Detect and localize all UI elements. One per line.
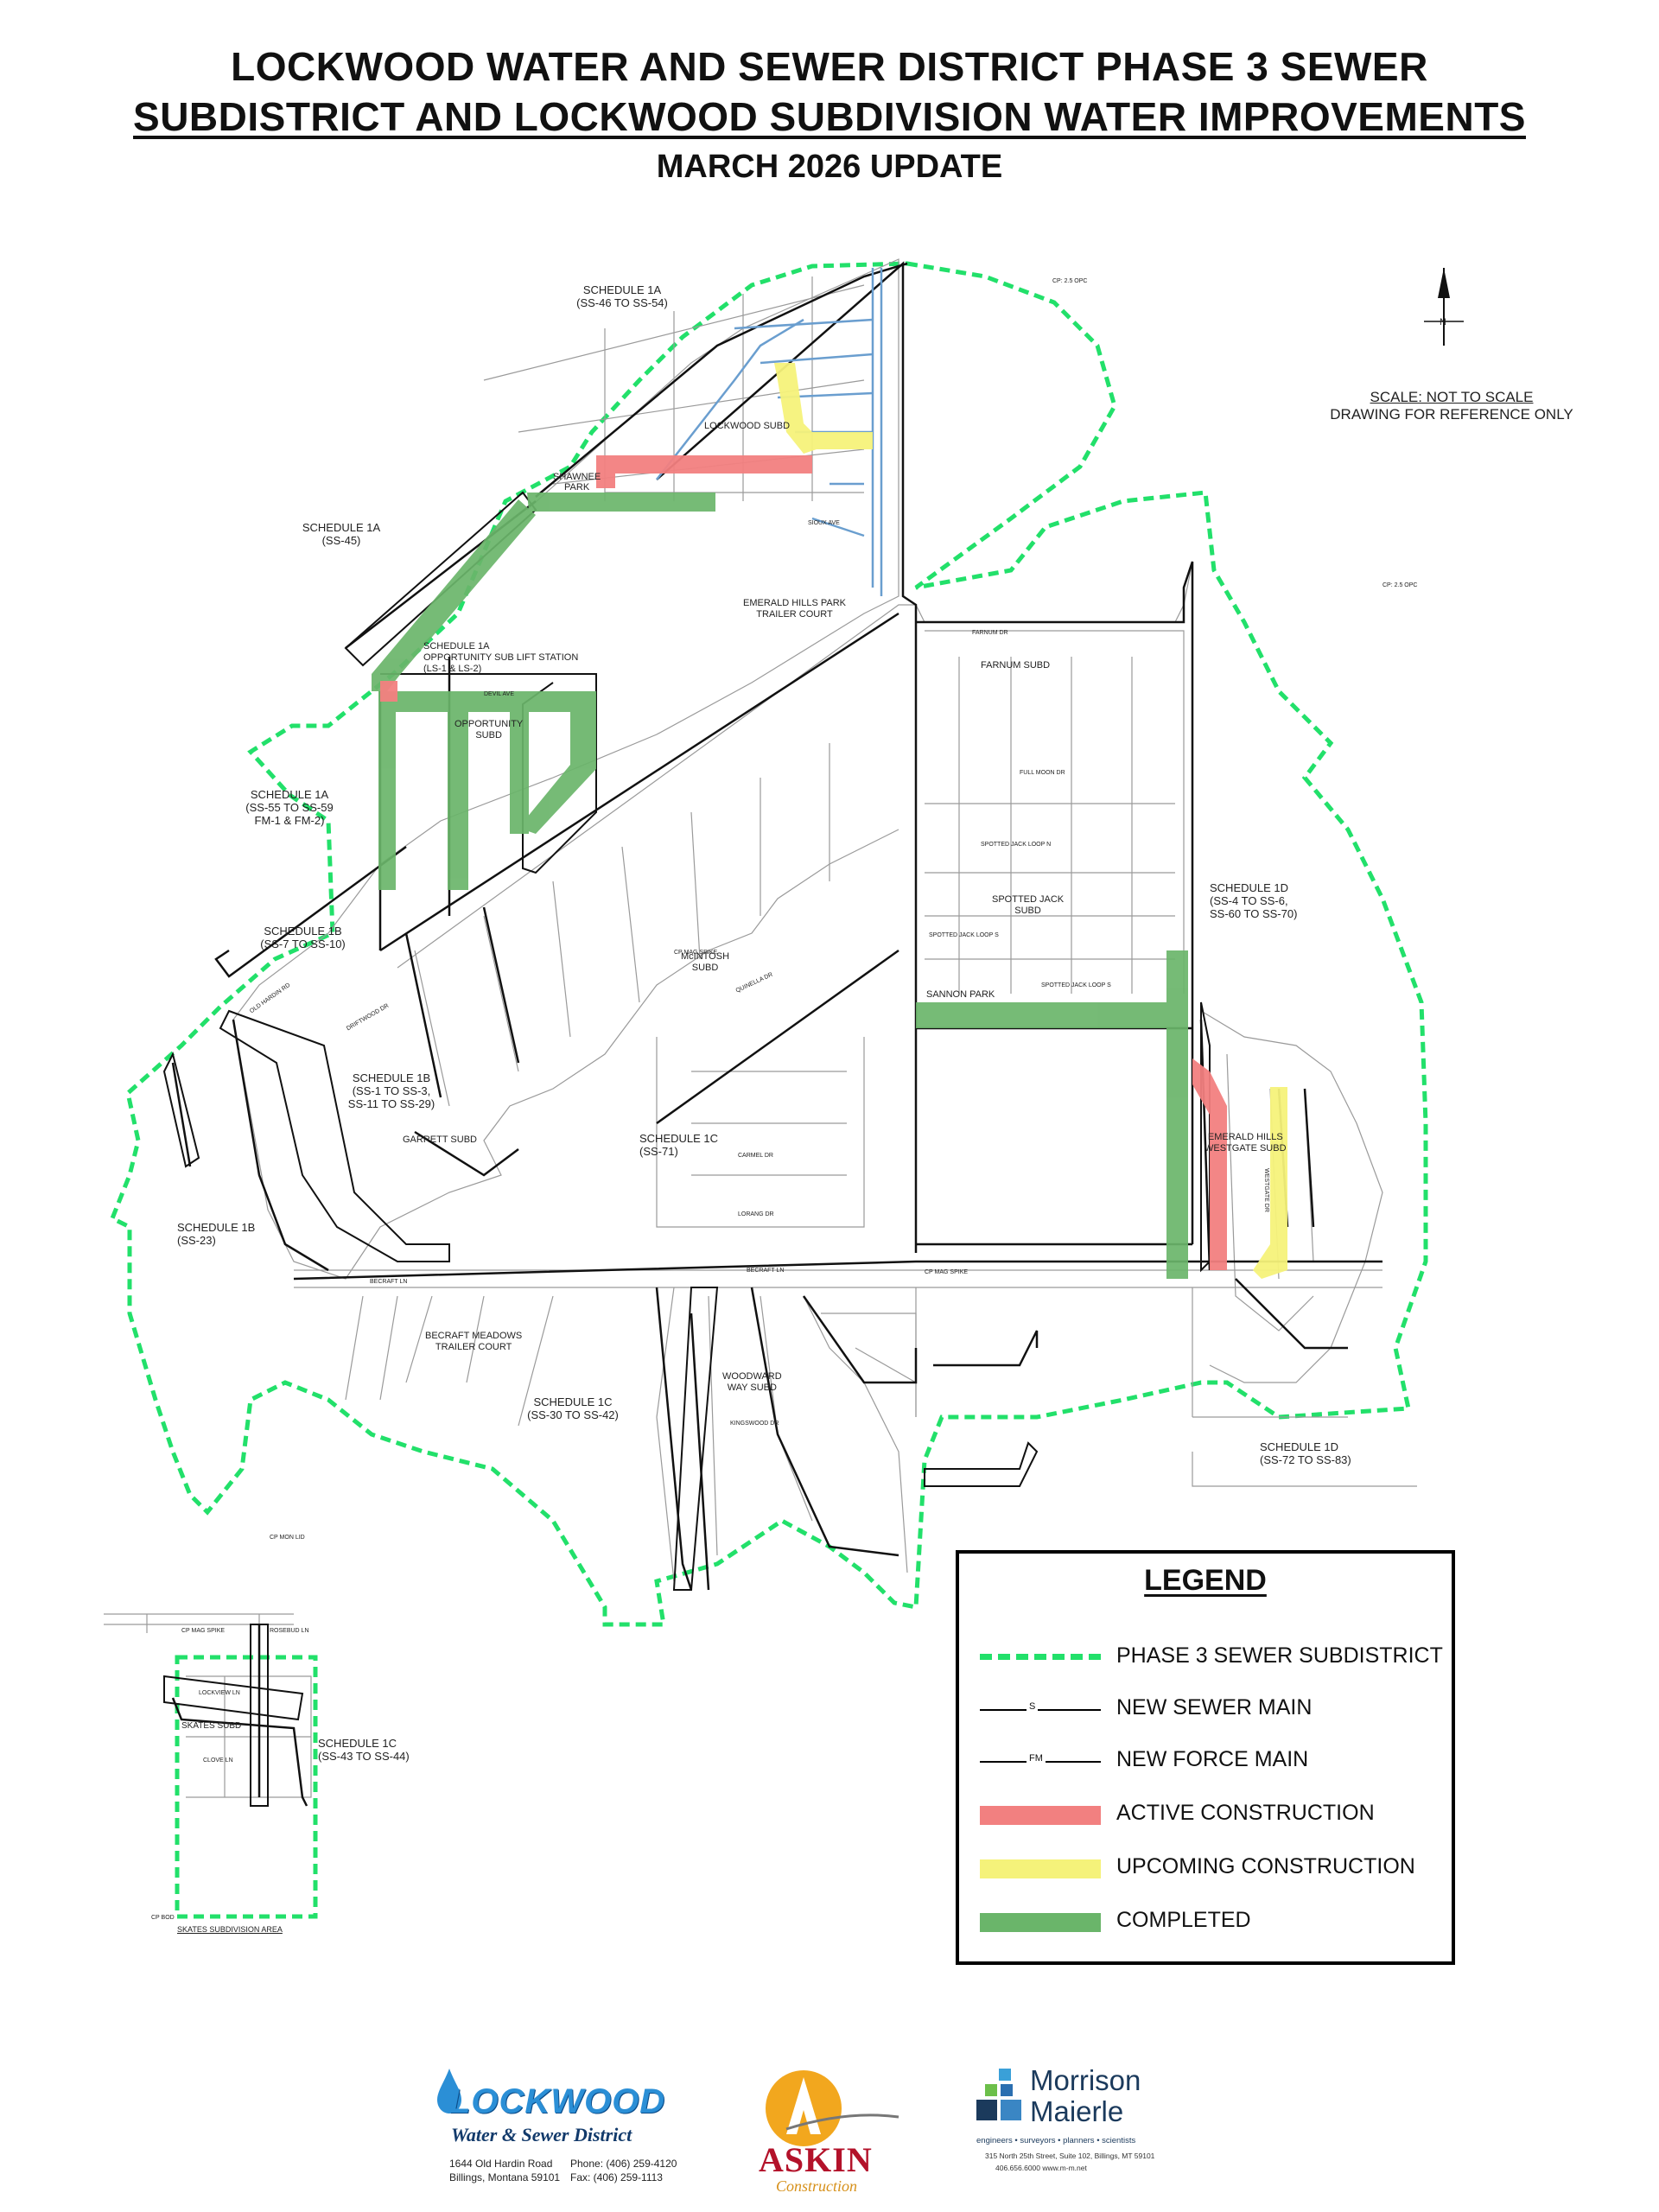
askin-logo: ASKIN Construction <box>752 2056 925 2199</box>
mm-name: Morrison Maierle <box>1030 2065 1141 2127</box>
legend-swatch-active <box>980 1806 1101 1825</box>
legend-row-active: ACTIVE CONSTRUCTION <box>959 1797 1452 1832</box>
title-block: LOCKWOOD WATER AND SEWER DISTRICT PHASE … <box>0 41 1659 192</box>
legend-title-text: LEGEND <box>1144 1564 1267 1597</box>
lockwood-logo: LOCKWOOD Water & Sewer District 1644 Old… <box>432 2056 709 2195</box>
phone-line: Phone: (406) 259-4120 <box>570 2158 677 2170</box>
legend-swatch-dashed <box>980 1654 1101 1660</box>
legend-label: ACTIVE CONSTRUCTION <box>1116 1801 1375 1825</box>
legend-row-force-main: FM NEW FORCE MAIN <box>959 1744 1452 1778</box>
mm-tagline: engineers • surveyors • planners • scien… <box>976 2136 1136 2145</box>
mm-name-line: Maierle <box>1030 2095 1124 2127</box>
upcoming-segments <box>774 363 1287 1279</box>
mm-contact: 406.656.6000 www.m-m.net <box>995 2164 1087 2172</box>
lockwood-phone: Phone: (406) 259-4120 Fax: (406) 259-111… <box>570 2157 677 2184</box>
mm-blocks-icon <box>976 2069 1021 2120</box>
lockwood-address: 1644 Old Hardin Road Billings, Montana 5… <box>449 2157 560 2184</box>
water-drop-icon <box>437 2069 461 2113</box>
mm-name-line: Morrison <box>1030 2064 1141 2096</box>
lockwood-subtitle: Water & Sewer District <box>451 2124 632 2145</box>
title-update: MARCH 2026 UPDATE <box>656 149 1003 185</box>
north-label: N <box>1440 317 1446 327</box>
legend-box: LEGEND PHASE 3 SEWER SUBDISTRICT S NEW S… <box>956 1550 1455 1965</box>
legend-row-boundary: PHASE 3 SEWER SUBDISTRICT <box>959 1640 1452 1675</box>
skates-boundary <box>175 1655 318 1919</box>
legend-swatch-sewer-line: S <box>980 1701 1101 1712</box>
address-line: Billings, Montana 59101 <box>449 2171 561 2183</box>
morrison-maierle-logo: Morrison Maierle engineers • surveyors •… <box>976 2065 1184 2195</box>
legend-line-tag: FM <box>1027 1753 1046 1764</box>
legend-title: LEGEND <box>959 1564 1452 1598</box>
address-line: 1644 Old Hardin Road <box>449 2158 553 2170</box>
askin-subtitle: Construction <box>776 2177 858 2195</box>
askin-wordmark: ASKIN <box>759 2140 873 2179</box>
north-arrow-icon <box>1424 268 1464 346</box>
legend-row-completed: COMPLETED <box>959 1904 1452 1939</box>
mm-address: 315 North 25th Street, Suite 102, Billin… <box>985 2152 1155 2160</box>
active-segments <box>380 455 1227 1270</box>
legend-swatch-force-line: FM <box>980 1753 1101 1764</box>
title-line-2: SUBDISTRICT AND LOCKWOOD SUBDIVISION WAT… <box>133 94 1526 139</box>
askin-emblem-icon <box>766 2070 899 2146</box>
legend-label: UPCOMING CONSTRUCTION <box>1116 1854 1415 1878</box>
legend-row-upcoming: UPCOMING CONSTRUCTION <box>959 1851 1452 1885</box>
legend-swatch-completed <box>980 1913 1101 1932</box>
legend-row-sewer: S NEW SEWER MAIN <box>959 1692 1452 1726</box>
fax-line: Fax: (406) 259-1113 <box>570 2171 663 2183</box>
legend-label: NEW SEWER MAIN <box>1116 1695 1313 1719</box>
water-mains <box>656 268 883 596</box>
legend-label: NEW FORCE MAIN <box>1116 1747 1309 1771</box>
phase3-boundary <box>109 261 1428 1627</box>
legend-label: COMPLETED <box>1116 1908 1251 1932</box>
legend-line-tag: S <box>1027 1701 1039 1712</box>
completed-segments <box>372 493 1188 1279</box>
legend-label: PHASE 3 SEWER SUBDISTRICT <box>1116 1643 1443 1668</box>
lockwood-wordmark: LOCKWOOD <box>449 2082 666 2120</box>
footer-logos: LOCKWOOD Water & Sewer District 1644 Old… <box>0 2056 1659 2203</box>
title-line-1: LOCKWOOD WATER AND SEWER DISTRICT PHASE … <box>231 44 1428 89</box>
legend-swatch-upcoming <box>980 1859 1101 1878</box>
